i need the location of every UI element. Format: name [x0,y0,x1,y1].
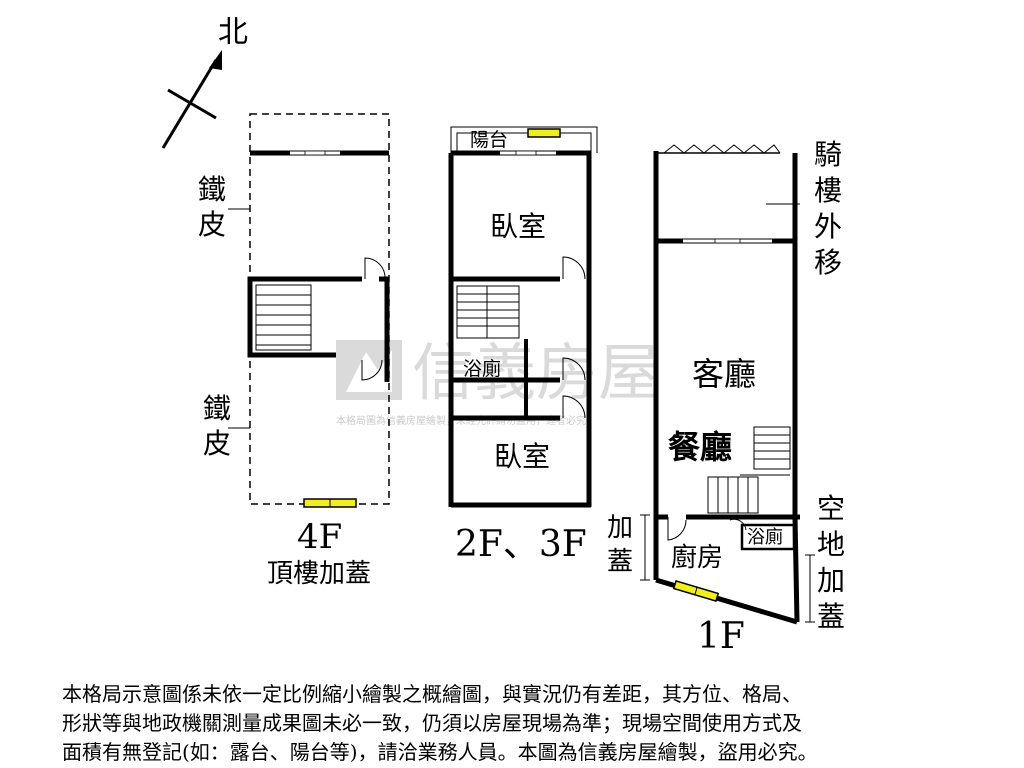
stairs-4f [255,284,312,351]
floor-plan: 信義房屋 本格局圖為信義房屋繪製，未經允許請勿盜用，違者必究 北 [161,15,845,657]
stair-block-4f [247,257,390,382]
arcade-zigzag [663,144,781,154]
stairs-1f [707,426,791,514]
watermark-logo [336,340,402,400]
window-balcony [527,128,561,138]
iron-label-top-2: 皮 [198,208,226,241]
arcade-label-4: 移 [814,246,842,279]
addition-right-1: 空 [817,492,845,525]
rooftop-outline [249,113,390,505]
addition-right-3: 加 [817,564,845,597]
arcade-label-2: 樓 [814,174,842,207]
disclaimer-line-3: 面積有無登記(如：露台、陽台等)，請洽業務人員。本圖為信義房屋繪製，盜用必究。 [62,740,818,764]
disclaimer-line-1: 本格局示意圖係未依一定比例縮小繪製之概繪圖，與實況仍有差距，其方位、格局、 [62,682,802,706]
floor-plan-1f: 騎 樓 外 移 客廳 餐廳 廚房 浴廁 加 蓋 空 地 加 蓋 1F [607,138,845,657]
door-swing-1f-kitchen [667,517,687,541]
addition-right-2: 地 [817,528,845,561]
window-4f-top [290,150,340,156]
addition-left-2: 蓋 [607,547,633,577]
window-1f-slant [672,579,720,603]
disclaimer-line-2: 形狀等與地政機關測量成果圖未必一致，仍須以房屋現場為準；現場空間使用方式及 [62,711,802,735]
floor-sublabel-4f: 頂樓加蓋 [267,559,371,589]
addition-right-4: 蓋 [817,600,845,633]
floor-label-1f: 1F [697,616,745,657]
compass: 北 [161,15,248,149]
bedroom-top-label: 臥室 [490,210,546,243]
compass-arrowhead [209,50,222,70]
iron-label-bottom-1: 鐵 [203,392,231,425]
bathroom-2f-label: 浴廁 [463,357,501,380]
disclaimer: 本格局示意圖係未依一定比例縮小繪製之概繪圖，與實況仍有差距，其方位、格局、 形狀… [62,680,982,767]
door-swing-1f-bath [729,518,747,531]
iron-label-bottom-2: 皮 [203,427,231,460]
bathroom-1f-label: 浴廁 [747,526,783,548]
door-swing-4f-bottom [361,359,383,381]
floor-plan-2f3f: 陽台 臥室 浴廁 臥室 2F、3F [448,126,598,565]
iron-label-top-1: 鐵 [198,173,226,206]
floor-label-2f3f: 2F、3F [455,524,587,565]
bedroom-bottom-label: 臥室 [494,440,550,473]
kitchen-label: 廚房 [671,543,723,573]
door-swing-2f-a [562,256,586,280]
addition-left-1: 加 [607,513,633,543]
floor-plan-4f: 鐵 皮 鐵 皮 4F 頂樓加蓋 [198,113,390,589]
door-swing-4f-top [364,257,386,280]
compass-crossbar [167,88,217,120]
arcade-label-3: 外 [814,210,842,243]
arcade-label-1: 騎 [814,138,842,171]
balcony-label: 陽台 [470,129,508,151]
balcony: 陽台 [450,126,598,153]
compass-north-label: 北 [218,15,248,50]
living-room-label: 客廳 [692,355,756,393]
door-swing-2f-b [562,357,586,381]
stairs-2f3f [456,285,520,339]
dining-room-label: 餐廳 [668,428,732,466]
floor-label-4f: 4F [297,517,342,557]
door-swing-2f-c [562,395,586,419]
